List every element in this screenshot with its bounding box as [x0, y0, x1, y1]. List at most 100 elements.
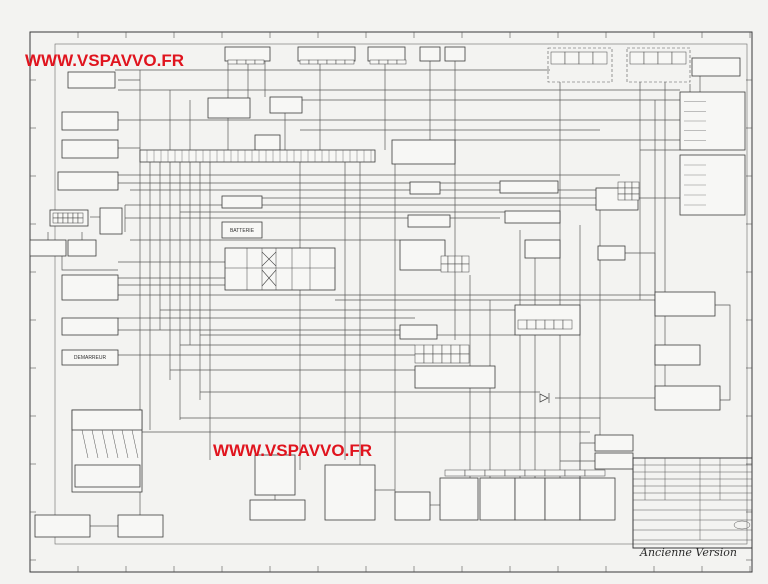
connector-pin	[617, 187, 626, 195]
component-box	[654, 344, 701, 366]
outer-border	[29, 31, 753, 573]
connector-pin	[454, 263, 463, 273]
wire	[625, 252, 656, 292]
component-box	[254, 454, 296, 496]
connector-pin	[624, 187, 633, 195]
connector-pin	[62, 217, 69, 224]
connector-strip	[139, 149, 376, 163]
connector-pin	[564, 469, 586, 477]
fuse-box-marks	[261, 251, 277, 287]
connector-pin	[643, 51, 659, 65]
component-box	[61, 139, 119, 159]
component-box	[67, 71, 116, 89]
component-box	[224, 46, 271, 62]
connector-pin	[423, 344, 434, 355]
connector-pin	[631, 187, 640, 195]
battery-box	[221, 221, 263, 239]
diode-symbol	[539, 393, 550, 403]
connector-pin	[369, 59, 380, 65]
connector-pin	[440, 263, 449, 273]
component-box	[409, 181, 441, 195]
component-box	[34, 514, 91, 538]
switch-block-header	[71, 409, 143, 431]
connector-pin	[245, 59, 256, 65]
zone-ticks	[30, 32, 752, 572]
connector-pin	[414, 344, 425, 355]
diode-triangle	[539, 393, 549, 403]
connector-pins	[52, 51, 687, 477]
company-logo	[733, 520, 751, 530]
switch-block-footer	[74, 464, 141, 488]
connector-pin	[461, 263, 470, 273]
component-box	[407, 214, 451, 228]
component-box	[367, 46, 406, 62]
relay-group-frame	[547, 47, 613, 83]
component-box	[61, 317, 119, 336]
fuse-cell-cross	[261, 269, 277, 287]
connector-pin	[461, 255, 470, 265]
connector-pin	[450, 344, 461, 355]
connector-pin	[236, 59, 247, 65]
connector-pin	[624, 181, 633, 189]
component-box	[414, 365, 496, 389]
component-box	[394, 491, 431, 521]
connector-pin	[57, 212, 64, 219]
component-box	[691, 57, 741, 77]
connector-pin	[484, 469, 506, 477]
connector-pin	[396, 59, 407, 65]
watermark-top: WWW.VSPAVVO.FR	[25, 51, 184, 70]
component-box	[594, 434, 634, 452]
component-box	[654, 385, 721, 411]
starter-box	[61, 349, 119, 366]
connector-pin	[344, 59, 355, 65]
component-box	[297, 46, 356, 62]
connector-pin	[441, 344, 452, 355]
component-box	[499, 180, 559, 194]
connector-pin	[544, 319, 555, 330]
component-box	[594, 452, 634, 470]
switch-contact	[101, 429, 109, 459]
connector-pin	[454, 255, 463, 265]
connector-pin	[464, 469, 486, 477]
component-box	[399, 324, 438, 340]
component-box	[504, 210, 561, 224]
connector-pin	[77, 217, 84, 224]
wire	[715, 304, 731, 401]
watermark-bottom: WWW.VSPAVVO.FR	[213, 441, 372, 460]
component-box	[249, 499, 306, 521]
connector-pin	[423, 353, 434, 364]
connector-pin	[504, 469, 526, 477]
switch-contact	[91, 429, 99, 459]
connector-pin	[52, 217, 59, 224]
connector-pin	[335, 59, 346, 65]
connector-pin	[77, 212, 84, 219]
connector-pin	[308, 59, 319, 65]
relay-box	[514, 477, 546, 521]
component-box	[207, 97, 251, 119]
connector-pin	[584, 469, 606, 477]
connector-pin	[57, 217, 64, 224]
relay-box	[579, 477, 616, 521]
switch-contact	[121, 429, 129, 459]
connector-pin	[657, 51, 673, 65]
relay-box	[439, 477, 479, 521]
connector-pin	[67, 212, 74, 219]
connector-pin	[459, 353, 470, 364]
component-box	[391, 139, 456, 165]
connector-pin	[444, 469, 466, 477]
connector-pin	[671, 51, 687, 65]
connector-pin	[317, 59, 328, 65]
relay-box	[479, 477, 516, 521]
component-box	[67, 239, 97, 257]
relay-group-frame	[626, 47, 691, 83]
fuse-box	[224, 247, 336, 291]
connector-pin	[227, 59, 238, 65]
wire	[579, 442, 595, 478]
component-box	[117, 514, 164, 538]
connector-pin	[67, 217, 74, 224]
switch-contact	[81, 429, 89, 459]
connector-pin	[631, 181, 640, 189]
connector-pin	[72, 212, 79, 219]
connector-pin	[387, 59, 398, 65]
